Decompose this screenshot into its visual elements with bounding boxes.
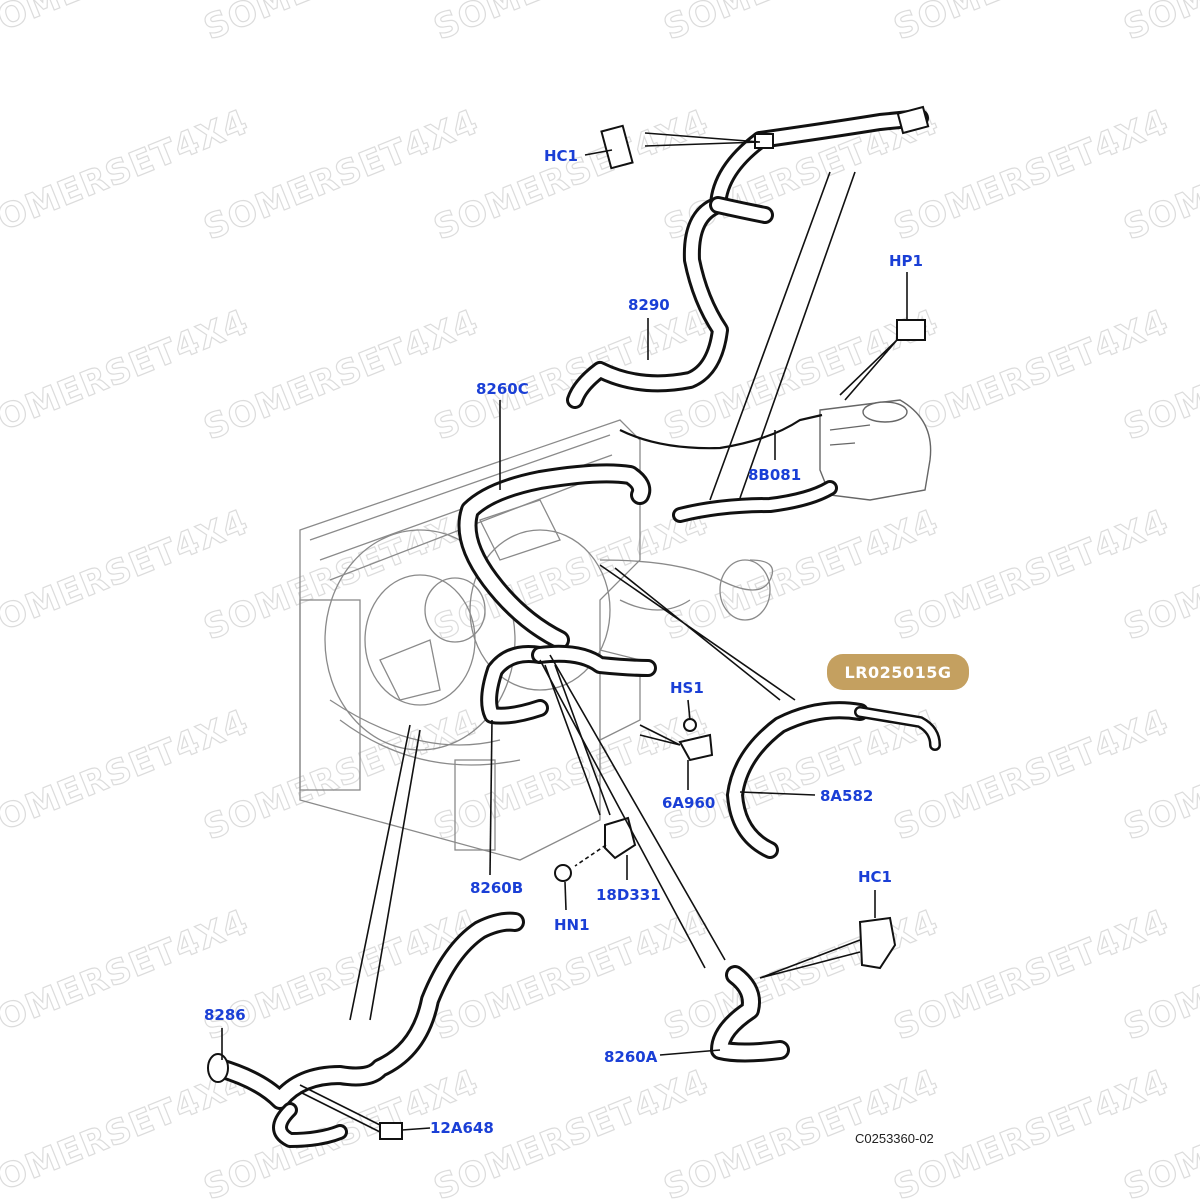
hose-8286[interactable] <box>207 911 525 1148</box>
label-hp1[interactable]: HP1 <box>889 252 923 270</box>
label-18d331[interactable]: 18D331 <box>596 886 661 904</box>
hose-8290[interactable] <box>566 105 930 409</box>
nut-hn1[interactable] <box>554 864 572 882</box>
label-6a960[interactable]: 6A960 <box>662 794 715 812</box>
label-8a582[interactable]: 8A582 <box>820 787 873 805</box>
label-hc1-top[interactable]: HC1 <box>544 147 578 165</box>
label-8260c[interactable]: 8260C <box>476 380 529 398</box>
hose-8260c[interactable] <box>457 463 652 650</box>
hose-clip-hc1-top[interactable] <box>600 124 634 170</box>
label-8286[interactable]: 8286 <box>204 1006 246 1024</box>
watermark-text: SOMERSET4X4 <box>1118 0 1200 48</box>
bolt-hs1[interactable] <box>683 718 697 732</box>
label-12a648[interactable]: 12A648 <box>430 1119 494 1137</box>
engine-radiator-outline <box>299 419 774 861</box>
callout-labels: HC1 8290 HP1 8260C 8B081 HS1 6A960 8A582… <box>204 147 923 1137</box>
hose-8260a[interactable] <box>710 965 790 1063</box>
hose-8260b[interactable] <box>480 644 657 725</box>
reference-code: C0253360-02 <box>855 1131 934 1146</box>
badge-text: LR025015G <box>845 663 952 682</box>
sensor-hp1[interactable] <box>896 319 926 341</box>
label-8290[interactable]: 8290 <box>628 296 670 314</box>
label-hs1[interactable]: HS1 <box>670 679 704 697</box>
bracket-6a960[interactable] <box>678 733 714 762</box>
expansion-tank <box>819 399 932 501</box>
label-hc1-bottom[interactable]: HC1 <box>858 868 892 886</box>
label-8260b[interactable]: 8260B <box>470 879 523 897</box>
label-8b081[interactable]: 8B081 <box>748 466 801 484</box>
hose-clip-hc1-bottom[interactable] <box>858 916 897 970</box>
label-8260a[interactable]: 8260A <box>604 1048 658 1066</box>
sensor-12a648[interactable] <box>379 1122 403 1140</box>
hose-8a582[interactable] <box>726 701 941 859</box>
leader-lines <box>221 132 908 1133</box>
hose-8b081[interactable] <box>619 413 838 523</box>
mount-18d331[interactable] <box>604 816 637 860</box>
part-number-badge[interactable]: LR025015G <box>827 654 969 690</box>
label-hn1[interactable]: HN1 <box>554 916 590 934</box>
